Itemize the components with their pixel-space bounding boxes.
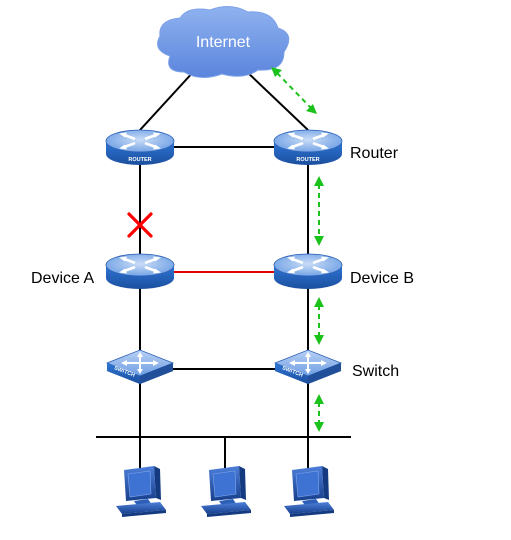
- router-left: ROUTER: [104, 128, 176, 167]
- switch-label: Switch: [352, 363, 399, 380]
- path-arrow-switch-bus: [314, 394, 324, 432]
- device-b-label: Device B: [350, 270, 414, 287]
- router-label: Router: [350, 145, 399, 162]
- switch-right: SWITCH: [274, 349, 342, 385]
- pc-3: [283, 465, 335, 518]
- link-internet-router-right: [244, 69, 309, 131]
- router-left-tag: ROUTER: [128, 157, 151, 163]
- router-right-tag: ROUTER: [296, 157, 319, 163]
- pc-2: [200, 465, 252, 518]
- path-arrow-router-device-b: [314, 176, 324, 246]
- device-a: [104, 252, 176, 291]
- internet-cloud: Internet: [157, 6, 290, 78]
- path-arrow-device-b-switch: [314, 297, 324, 345]
- link-failure-x-icon: [127, 212, 153, 238]
- device-a-label: Device A: [31, 270, 94, 287]
- switch-left: SWITCH: [106, 349, 174, 385]
- path-arrow-internet-router: [271, 67, 317, 114]
- link-internet-router-left: [139, 69, 196, 131]
- router-right: ROUTER: [272, 128, 344, 167]
- internet-label: Internet: [196, 34, 251, 51]
- device-b: [272, 252, 344, 291]
- pc-1: [115, 465, 167, 518]
